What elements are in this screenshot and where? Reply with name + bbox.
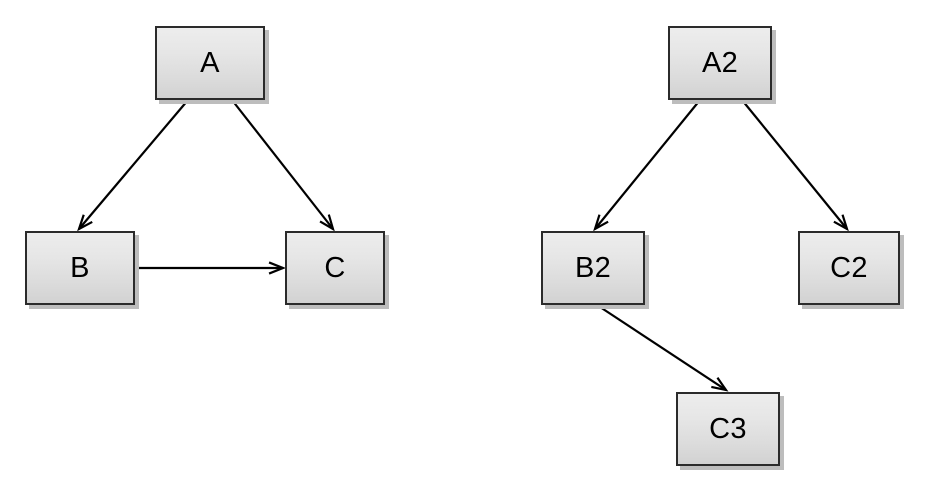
- arrowhead-icon: [711, 377, 729, 392]
- edge-a2-to-c2: [741, 99, 849, 232]
- node-c2[interactable]: C2: [798, 231, 900, 305]
- edge-b-to-c: [135, 261, 286, 275]
- arrowhead-icon: [593, 214, 609, 232]
- node-label: C3: [709, 412, 747, 445]
- arrowhead-icon: [319, 214, 335, 232]
- edge-line: [594, 99, 701, 230]
- node-label: C2: [830, 251, 868, 284]
- edge-a-to-c: [231, 99, 335, 232]
- edge-line: [741, 99, 848, 230]
- edge-line: [78, 99, 189, 230]
- node-label: B2: [574, 251, 612, 284]
- arrowhead-icon: [77, 214, 93, 232]
- arrowhead-icon: [268, 261, 286, 275]
- edge-line: [596, 304, 727, 391]
- node-b[interactable]: B: [25, 231, 135, 305]
- node-label: A2: [701, 46, 739, 79]
- edge-a2-to-b2: [593, 99, 701, 232]
- node-c3[interactable]: C3: [676, 392, 780, 466]
- node-label: B: [70, 251, 90, 284]
- arrowhead-icon: [833, 214, 849, 232]
- edge-line: [231, 99, 334, 230]
- node-label: A: [200, 46, 220, 79]
- edge-a-to-b: [77, 99, 189, 232]
- edge-b2-to-c3: [596, 304, 729, 392]
- node-a[interactable]: A: [155, 26, 265, 100]
- node-a2[interactable]: A2: [668, 26, 772, 100]
- node-label: C: [324, 251, 346, 284]
- node-c[interactable]: C: [285, 231, 385, 305]
- node-b2[interactable]: B2: [541, 231, 645, 305]
